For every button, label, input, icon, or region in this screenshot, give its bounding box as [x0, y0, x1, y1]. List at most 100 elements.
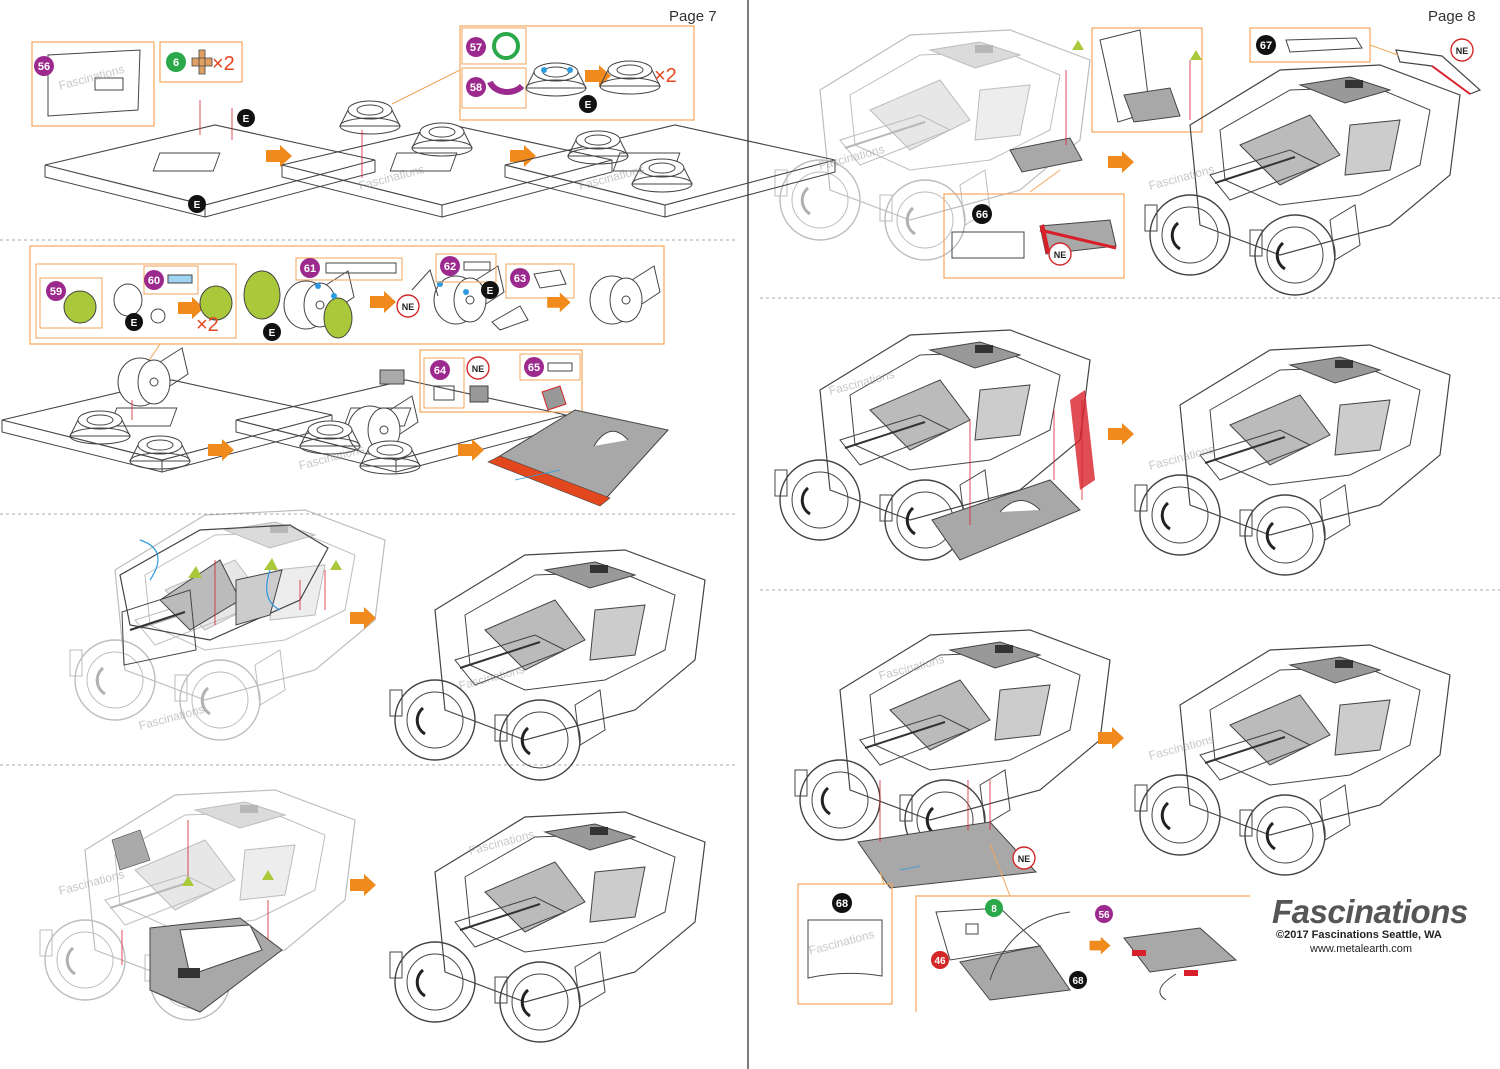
step-floor-attach-1	[773, 328, 1452, 577]
ne-marker: NE	[1450, 38, 1474, 62]
step-arrow	[1108, 151, 1134, 173]
step-arrow	[1098, 727, 1124, 749]
step-arrow	[1108, 423, 1134, 445]
step-arrow	[350, 874, 376, 896]
ring-piece-icon	[492, 32, 520, 60]
svg-text:E: E	[487, 286, 494, 297]
part-badge-58	[466, 77, 486, 97]
part-number-8: 8	[991, 904, 997, 915]
e-marker: E	[579, 95, 597, 113]
svg-text:E: E	[269, 328, 276, 339]
trim-piece-icon	[1285, 37, 1363, 53]
svg-text:Fascinations: Fascinations	[827, 367, 896, 398]
svg-text:E: E	[194, 200, 201, 211]
svg-text:NE: NE	[402, 302, 415, 312]
ne-marker: NE	[1048, 242, 1072, 266]
part-number-64: 64	[434, 365, 447, 377]
svg-text:Fascinations: Fascinations	[57, 867, 126, 898]
svg-text:NE: NE	[1456, 46, 1469, 56]
times-two-label: ×2	[212, 53, 235, 75]
part-badge-59	[46, 281, 66, 301]
svg-text:Fascinations: Fascinations	[1147, 162, 1216, 193]
part-number-56: 56	[1098, 910, 1110, 921]
website-url: www.metalearth.com	[1310, 943, 1413, 955]
part-badge-64	[430, 360, 450, 380]
part-badge-8	[985, 899, 1003, 917]
step-floor-attach-2: NE 68 8 56 46 68	[793, 628, 1452, 1012]
part-badge-46	[931, 951, 949, 969]
tab-piece-icon	[191, 49, 213, 75]
part-badge-65	[524, 357, 544, 377]
svg-text:NE: NE	[1054, 250, 1067, 260]
part-number-67: 67	[1260, 40, 1272, 52]
part-badge-61	[300, 258, 320, 278]
part-badge-60	[144, 270, 164, 290]
callout-box-64-65	[419, 349, 583, 413]
part-number-59: 59	[50, 286, 62, 298]
part-number-46: 46	[934, 956, 946, 967]
part-number-63: 63	[514, 273, 526, 285]
part-number-57: 57	[470, 42, 482, 54]
part-number-68: 68	[836, 898, 848, 910]
svg-text:Fascinations: Fascinations	[1147, 442, 1216, 473]
part-number-6: 6	[173, 57, 179, 69]
step-body-assembly-1	[70, 510, 707, 782]
callout-box-68	[797, 883, 893, 1005]
svg-text:E: E	[131, 318, 138, 329]
part-number-65: 65	[528, 362, 540, 374]
svg-text:Fascinations: Fascinations	[297, 442, 366, 473]
step-arrow	[510, 145, 536, 167]
axle-piece-icon	[167, 274, 193, 284]
copyright-text: ©2017 Fascinations Seattle, WA	[1276, 929, 1442, 941]
step-56-58: 56 6 ×2 E E 57 58	[31, 25, 836, 218]
step-arrow	[1089, 936, 1111, 955]
part-badge-68	[832, 893, 852, 913]
part-badge-67	[1256, 35, 1276, 55]
detail-callout-outline	[915, 895, 1250, 1012]
part-number-61: 61	[304, 263, 316, 275]
step-arrow	[370, 291, 396, 313]
page-number-right: Page 8	[1428, 8, 1476, 25]
part-badge-56	[34, 56, 54, 76]
step-arrow	[547, 292, 571, 313]
side-panel	[1009, 137, 1083, 173]
part-badge-6	[166, 52, 186, 72]
floor-panel-68	[857, 821, 1038, 889]
part-badge-66	[972, 204, 992, 224]
e-marker: E	[125, 313, 143, 331]
svg-text:NE: NE	[472, 364, 485, 374]
svg-text:E: E	[243, 114, 250, 125]
step-59-65: 59 E 60 ×2 E 61 NE	[1, 245, 669, 507]
times-two-label: ×2	[196, 314, 219, 336]
page-number-left: Page 7	[669, 8, 717, 25]
disc-piece-icon	[63, 290, 97, 324]
callout-box-6	[159, 41, 243, 83]
part-badge-57	[466, 37, 486, 57]
svg-text:Fascinations: Fascinations	[877, 652, 946, 683]
callout-box-57-58	[459, 25, 695, 121]
part-number-58: 58	[470, 82, 482, 94]
e-marker: E	[237, 109, 255, 127]
callout-box-66	[943, 193, 1125, 279]
callout-box-56	[31, 41, 155, 127]
step-arrow	[350, 607, 376, 629]
part-number-66: 66	[976, 209, 988, 221]
step-body-assembly-2	[40, 790, 707, 1044]
part-badge-68	[1069, 971, 1087, 989]
part-number-68: 68	[1072, 976, 1084, 987]
section-separators	[0, 239, 1500, 766]
e-marker: E	[263, 323, 281, 341]
callout-box-59-63	[29, 245, 665, 345]
step-arrow	[585, 65, 611, 87]
ne-marker: NE	[396, 294, 420, 318]
svg-text:Fascinations: Fascinations	[1147, 732, 1216, 763]
ne-marker: NE	[1012, 846, 1036, 870]
svg-text:Fascinations: Fascinations	[137, 702, 206, 733]
arc-piece-icon	[487, 80, 525, 95]
floor-panel	[931, 479, 1081, 561]
times-two-label: ×2	[654, 65, 677, 87]
svg-text:Fascinations: Fascinations	[807, 927, 876, 958]
part-number-60: 60	[148, 275, 160, 287]
part-badge-62	[440, 256, 460, 276]
